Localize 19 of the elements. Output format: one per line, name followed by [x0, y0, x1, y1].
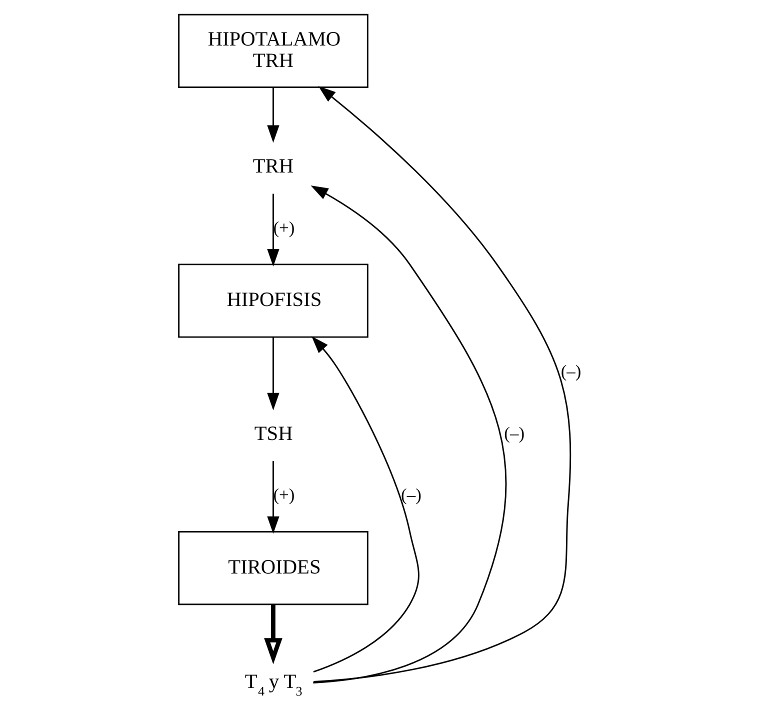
edge-label: (–) — [504, 422, 525, 443]
node-box: TIROIDES — [178, 531, 368, 606]
edge-label: (+) — [273, 484, 295, 505]
arrow — [267, 461, 280, 534]
arrow — [310, 185, 507, 684]
edge-label: (–) — [560, 361, 582, 382]
node-text: T$_{4}$ y T$_{3}$ — [244, 671, 302, 699]
arrow — [312, 336, 420, 673]
arrow — [313, 86, 572, 682]
arrow — [267, 337, 280, 410]
node-box: HIPOTALAMO TRH — [178, 14, 368, 88]
node-text: TSH — [254, 422, 293, 445]
edge-label: (–) — [401, 484, 422, 505]
arrow — [267, 194, 280, 266]
edge-label: (+) — [273, 217, 295, 238]
node-box: HIPOFISIS — [178, 264, 368, 338]
arrow — [267, 88, 280, 143]
arrow — [264, 604, 282, 664]
node-text: TRH — [252, 155, 294, 178]
